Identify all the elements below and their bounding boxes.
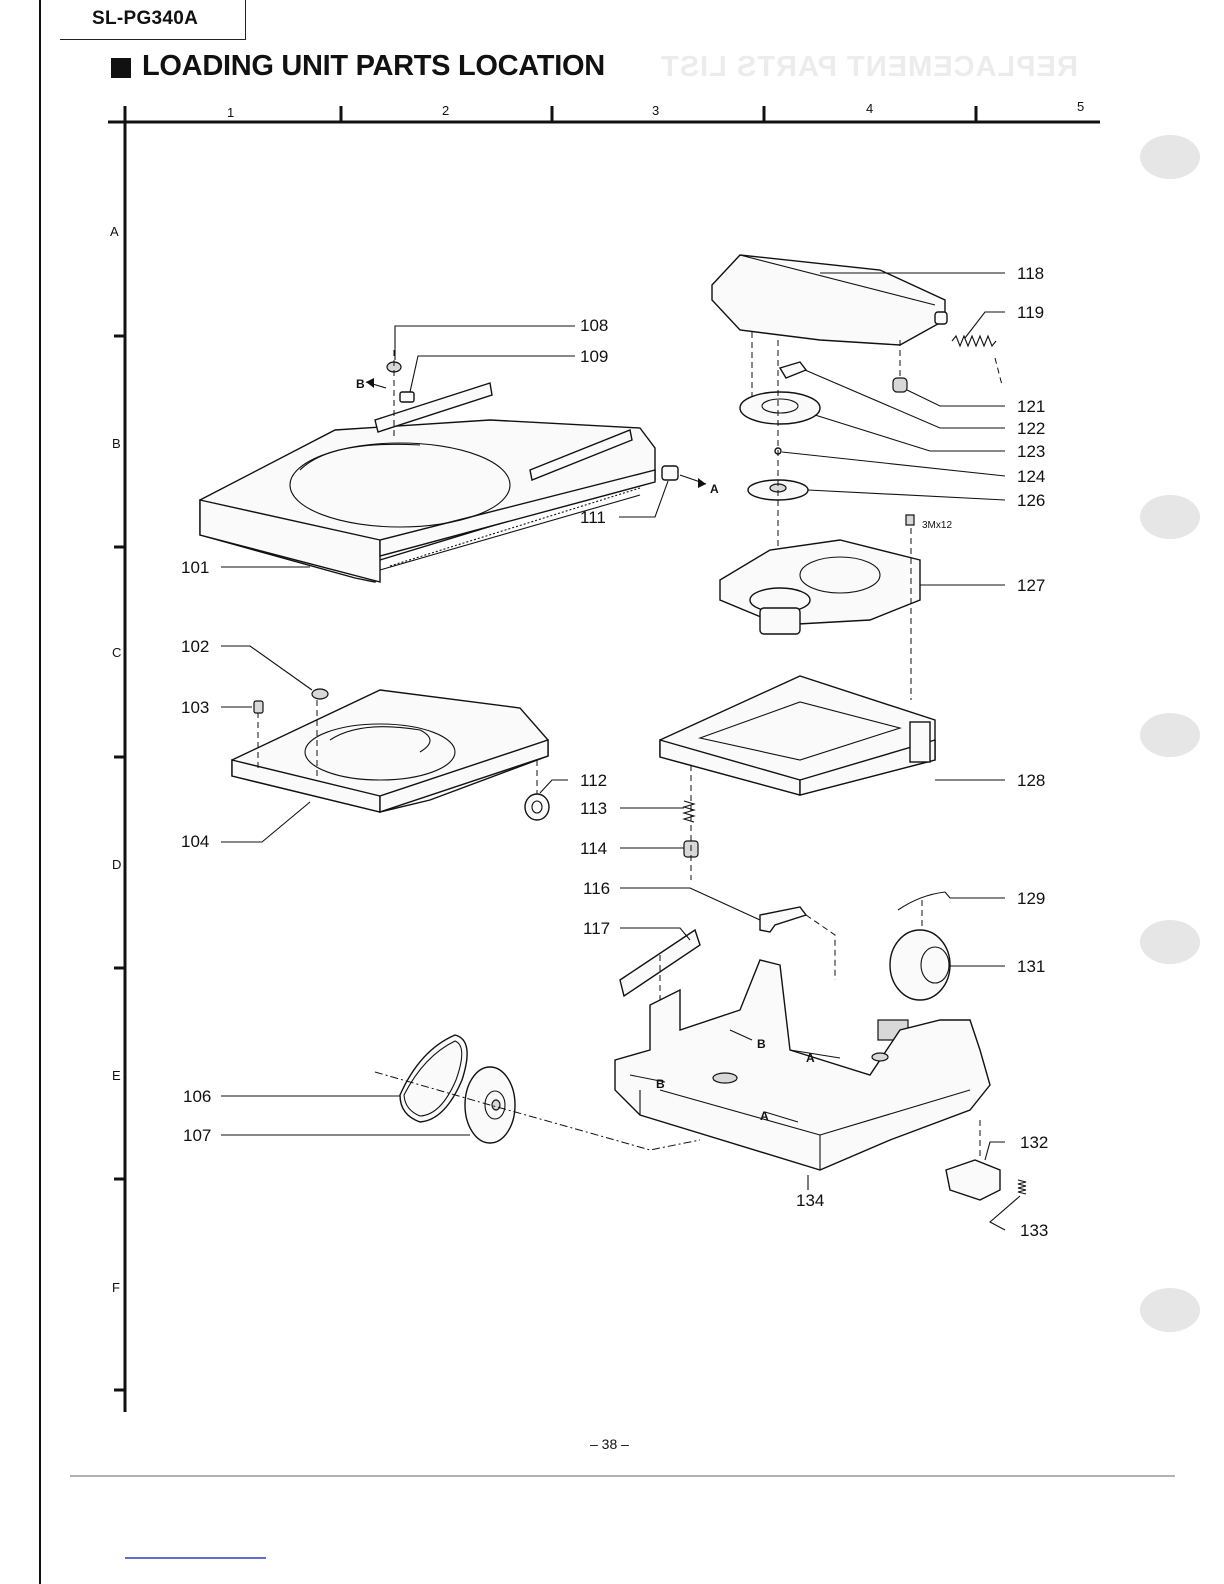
part-113-spring (684, 801, 694, 822)
part-132-switch (946, 1120, 1000, 1200)
grid-row-c: C (112, 645, 121, 660)
callout-119: 119 (1017, 303, 1044, 322)
callout-106: 106 (183, 1087, 211, 1106)
grid-col-1: 1 (227, 105, 234, 120)
ref-b-tray: B (356, 377, 365, 391)
grid-col-3: 3 (652, 103, 659, 118)
callout-129: 129 (1017, 889, 1045, 908)
callout-108: 108 (580, 316, 608, 335)
grid-row-b: B (112, 436, 121, 451)
part-104-base-plate (232, 690, 548, 812)
grid-col-5: 5 (1077, 99, 1084, 114)
part-114-bushing (684, 765, 698, 880)
page-number: – 38 – (590, 1436, 629, 1452)
callout-122: 122 (1017, 419, 1045, 438)
callout-101: 101 (181, 558, 209, 577)
grid-row-d: D (112, 857, 121, 872)
ref-a-chassis-lower: A (760, 1109, 769, 1123)
part-111-gear (662, 466, 706, 488)
part-121-roller (893, 378, 907, 392)
callout-118: 118 (1017, 264, 1044, 283)
ref-a-tray: A (710, 482, 719, 496)
callout-127: 127 (1017, 576, 1045, 595)
callout-128: 128 (1017, 771, 1045, 790)
callout-103: 103 (181, 698, 209, 717)
ref-b-chassis-upper: B (757, 1037, 766, 1051)
callout-116: 116 (583, 879, 610, 898)
callout-124: 124 (1017, 467, 1045, 486)
callout-121: 121 (1017, 397, 1045, 416)
callout-102: 102 (181, 637, 209, 656)
part-133-spring (1018, 1180, 1026, 1194)
grid-col-2: 2 (442, 103, 449, 118)
part-106-belt (400, 1035, 467, 1122)
part-127-mechanism (720, 515, 920, 700)
grid-row-a: A (110, 224, 119, 239)
part-101-tray (200, 383, 655, 582)
screw-size-label: 3Mx12 (922, 520, 952, 531)
part-123-magnet-holder (740, 392, 820, 424)
callout-113: 113 (580, 799, 607, 818)
ref-b-chassis-lower: B (656, 1077, 665, 1091)
callout-134: 134 (796, 1191, 824, 1210)
grid-col-4: 4 (866, 101, 873, 116)
grid-row-e: E (112, 1068, 121, 1083)
grid-frame (40, 0, 1175, 1584)
callout-132: 132 (1020, 1133, 1048, 1152)
callout-114: 114 (580, 839, 607, 858)
part-112-gear (525, 760, 549, 820)
callout-109: 109 (580, 347, 608, 366)
callout-112: 112 (580, 771, 607, 790)
ref-a-chassis-upper: A (806, 1051, 815, 1065)
callout-104: 104 (181, 832, 209, 851)
part-131-motor (878, 900, 950, 1040)
callout-133: 133 (1020, 1221, 1048, 1240)
callout-131: 131 (1017, 957, 1045, 976)
part-128-frame (660, 676, 935, 795)
part-102-clip (312, 689, 328, 699)
callout-111: 111 (580, 508, 606, 527)
part-118-clamper-arm (712, 255, 947, 400)
part-119-spring (952, 336, 1002, 385)
callout-126: 126 (1017, 491, 1045, 510)
grid-row-f: F (112, 1280, 120, 1295)
part-122-plate (780, 362, 806, 378)
part-103-screw (254, 701, 263, 713)
callout-123: 123 (1017, 442, 1045, 461)
callout-107: 107 (183, 1126, 211, 1145)
callout-117: 117 (583, 919, 610, 938)
